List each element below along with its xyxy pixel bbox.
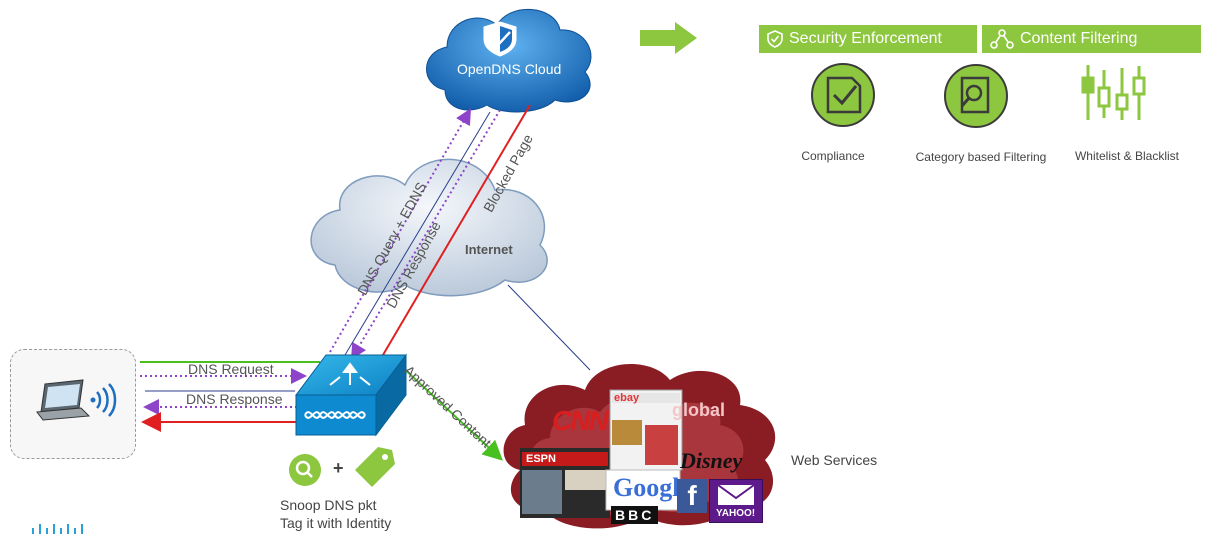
snoop-text-line2: Tag it with Identity	[280, 515, 392, 531]
approved-content-line	[399, 364, 503, 461]
bbc-logo: BBC	[611, 506, 659, 524]
web-services-label: Web Services	[791, 452, 878, 468]
svg-text:+: +	[333, 458, 344, 478]
tag-icon	[355, 447, 395, 487]
dns-request-label: DNS Request	[188, 361, 274, 377]
cnn-logo: CNN	[552, 405, 609, 436]
global-word: global	[672, 400, 725, 420]
laptop-icon	[36, 379, 117, 421]
blocked-page-line	[379, 104, 531, 361]
shield-small-icon	[767, 30, 783, 48]
yahoo-mail-icon: YAHOO!	[709, 479, 763, 523]
whitelist-blacklist-icon	[1081, 65, 1146, 120]
opendns-cloud	[426, 9, 592, 113]
category-filter-icon	[944, 64, 1008, 128]
security-enforcement-label: Security Enforcement	[789, 30, 942, 47]
facebook-logo: f	[677, 479, 707, 513]
content-filtering-pill: Content Filtering	[982, 25, 1201, 53]
compliance-label: Compliance	[801, 149, 865, 163]
disney-logo: Disney	[680, 448, 743, 473]
content-filtering-label: Content Filtering	[1020, 30, 1138, 47]
dns-response-label: DNS Response	[186, 391, 283, 407]
snoop-text-line1: Snoop DNS pkt	[280, 497, 377, 513]
shield-icon	[483, 21, 517, 57]
category-filtering-label: Category based Filtering	[915, 150, 1047, 164]
green-arrow-icon	[640, 22, 697, 54]
ebay-logo: ebay	[614, 392, 640, 404]
client-arrows	[140, 361, 320, 432]
security-enforcement-pill: Security Enforcement	[759, 25, 977, 53]
network-nodes-icon	[990, 29, 1014, 49]
compliance-icon	[811, 63, 875, 127]
dns-query-line	[329, 108, 472, 353]
search-icon	[289, 454, 321, 486]
security-switch	[295, 353, 407, 437]
opendns-cloud-label: OpenDNS Cloud	[457, 61, 562, 77]
dns-response-line	[350, 109, 501, 360]
cisco-logo-icon	[32, 524, 83, 534]
whitelist-blacklist-label: Whitelist & Blacklist	[1074, 149, 1180, 163]
search-tag-icons: +	[289, 447, 395, 487]
flow-lines	[329, 104, 591, 371]
client-laptop-box	[10, 349, 136, 459]
espn-logo: ESPN	[526, 453, 556, 465]
yahoo-logo: YAHOO!	[716, 508, 756, 519]
internet-cloud-label: Internet	[465, 242, 513, 257]
